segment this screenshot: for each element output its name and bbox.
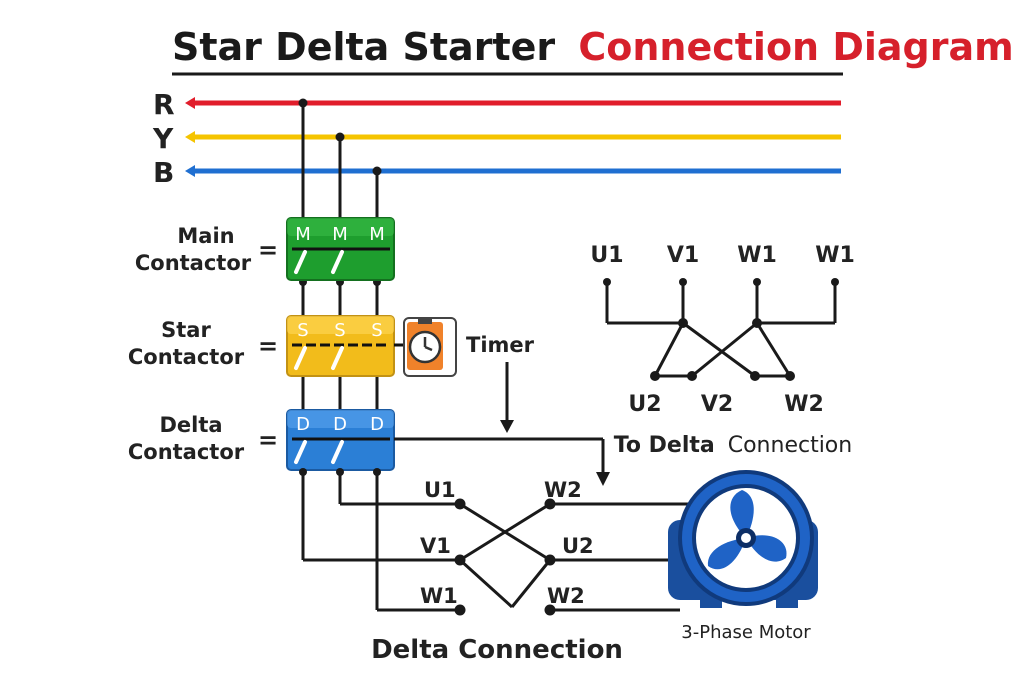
delta-left-label-1: U1: [424, 478, 456, 502]
delta-right-label-3: W2: [547, 584, 585, 608]
to-delta-bottom-label-3: W2: [784, 392, 824, 417]
delta-connection-caption: Delta Connection: [371, 635, 623, 665]
delta-equals-sign: =: [258, 426, 278, 454]
to-delta-caption-rest: Connection: [728, 433, 852, 458]
timer-label: Timer: [466, 333, 535, 357]
b-phase-arrow: [185, 165, 195, 177]
timer-arrow: [500, 420, 514, 433]
to-delta-bottom-label-2: V2: [701, 392, 733, 417]
delta-wiring: U1 V1 W1 W2 U2 W2 Delta Connection: [299, 468, 690, 665]
main-contactor: M M M Main Contactor =: [135, 217, 395, 281]
to-delta-top-label-2: V1: [667, 243, 699, 268]
delta-contactor-label-line1: Delta: [159, 413, 222, 437]
diagram-title: Star Delta Starter Connection Diagram: [172, 25, 1014, 69]
main-equals-sign: =: [258, 236, 278, 264]
to-delta-top-label-1: U1: [590, 243, 623, 268]
delta-right-label-2: U2: [562, 534, 594, 558]
timer: Timer: [403, 317, 535, 433]
motor: 3-Phase Motor: [668, 470, 818, 643]
to-delta-caption-bold: To Delta: [614, 433, 715, 458]
star-equals-sign: =: [258, 332, 278, 360]
supply-drops: [298, 98, 382, 220]
to-delta-caption: To Delta Connection: [614, 433, 852, 458]
r-phase-arrow: [185, 97, 195, 109]
delta-contactor: D D D Delta Contactor =: [128, 409, 395, 471]
delta-feed-line: [394, 437, 610, 486]
title-part-1: Star Delta Starter: [172, 25, 555, 69]
main-contactor-label-line1: Main: [177, 224, 234, 248]
star-contact-letter-1: S: [297, 320, 308, 341]
motor-label: 3-Phase Motor: [681, 622, 811, 643]
star-contact-letter-3: S: [371, 320, 382, 341]
delta-contact-letter-1: D: [296, 414, 310, 435]
delta-right-label-1: W2: [544, 478, 582, 502]
delta-contact-letter-2: D: [333, 414, 347, 435]
star-contactor-label-line1: Star: [161, 318, 211, 342]
star-contact-letter-2: S: [334, 320, 345, 341]
main-contact-letter-3: M: [369, 224, 385, 245]
star-contactor-label-line2: Contactor: [128, 345, 245, 369]
supply-lines: R Y B: [152, 88, 841, 189]
main-contactor-label-line2: Contactor: [135, 251, 252, 275]
star-contactor: S S S Star Contactor =: [128, 315, 404, 377]
main-contact-letter-1: M: [295, 224, 311, 245]
to-delta-diagram: U1 V1 W1 W1 U2 V2 W2 To Delta Connection: [590, 243, 854, 458]
y-phase-label: Y: [152, 122, 174, 155]
main-contact-letter-2: M: [332, 224, 348, 245]
title-part-2: Connection Diagram: [578, 25, 1013, 69]
delta-left-label-2: V1: [420, 534, 451, 558]
delta-contactor-label-line2: Contactor: [128, 440, 245, 464]
delta-contact-letter-3: D: [370, 414, 384, 435]
b-phase-label: B: [153, 156, 174, 189]
fan-icon: [707, 490, 787, 570]
delta-left-label-3: W1: [420, 584, 458, 608]
to-delta-bottom-label-1: U2: [628, 392, 661, 417]
to-delta-top-label-3: W1: [737, 243, 777, 268]
r-phase-label: R: [153, 88, 175, 121]
to-delta-top-label-4: W1: [815, 243, 855, 268]
y-phase-arrow: [185, 131, 195, 143]
